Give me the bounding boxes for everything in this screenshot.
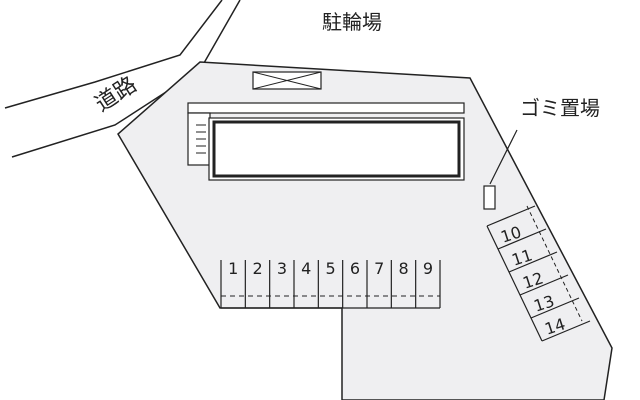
bicycle-parking-box [252, 71, 322, 90]
diagonal-divider [486, 205, 536, 227]
diagonal-dashed-edge [526, 205, 583, 322]
road-edge-lower [11, 0, 241, 158]
building [187, 102, 465, 181]
diagonal-divider [530, 297, 580, 319]
parking-spot-7: 7 [374, 259, 385, 278]
diagonal-divider [541, 320, 591, 342]
parking-spot-8: 8 [398, 259, 409, 278]
parking-spot-2: 2 [252, 259, 263, 278]
bicycle-parking-label: 駐輪場 [322, 10, 382, 34]
parking-spot-6: 6 [349, 259, 361, 278]
parking-row-dividers [244, 260, 417, 308]
diagonal-divider [508, 251, 558, 273]
garbage-box [483, 185, 496, 210]
garbage-area-label: ゴミ置場 [520, 96, 600, 120]
parking-spot-1: 1 [228, 259, 239, 278]
diagonal-divider [497, 228, 547, 250]
garbage-pointer [489, 129, 518, 185]
diagonal-divider [519, 274, 569, 296]
parking-spot-3: 3 [276, 259, 288, 278]
parking-spot-5: 5 [325, 259, 336, 278]
road-edge-upper [4, 0, 223, 109]
parking-spot-9: 9 [422, 259, 434, 278]
parking-diagonal-lines [486, 205, 591, 342]
diagonal-outer-edge [486, 225, 543, 342]
parking-spot-4: 4 [301, 259, 312, 278]
parking-row-lines [220, 260, 441, 309]
